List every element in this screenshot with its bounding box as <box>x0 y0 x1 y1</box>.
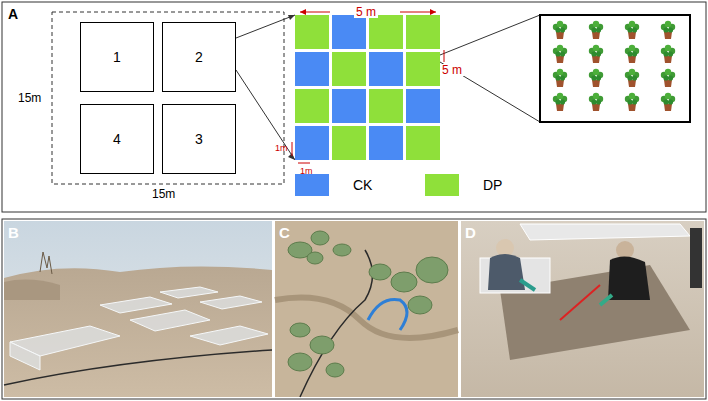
plot-number: 1 <box>113 49 121 65</box>
panel-letter: D <box>465 225 476 240</box>
dimension-label: 5 m <box>354 6 378 18</box>
plot-number: 3 <box>195 131 203 147</box>
plot-square: 4 <box>80 104 154 174</box>
plot-square: 2 <box>162 22 236 92</box>
dimension-label: 1m <box>275 144 288 153</box>
legend-swatch <box>425 174 459 196</box>
plot-square: 1 <box>80 22 154 92</box>
panel-letter: C <box>279 225 290 240</box>
dimension-label: 5 m <box>440 64 464 76</box>
plot-square: 3 <box>162 104 236 174</box>
plot-number: 2 <box>195 49 203 65</box>
dimension-label: 15m <box>152 188 175 200</box>
panel-letter: A <box>8 7 18 21</box>
dimension-label: 15m <box>18 92 41 104</box>
legend-label: CK <box>353 178 372 192</box>
panel-letter: B <box>8 225 19 240</box>
plot-number: 4 <box>113 131 121 147</box>
legend-label: DP <box>483 178 502 192</box>
legend-swatch <box>295 174 329 196</box>
